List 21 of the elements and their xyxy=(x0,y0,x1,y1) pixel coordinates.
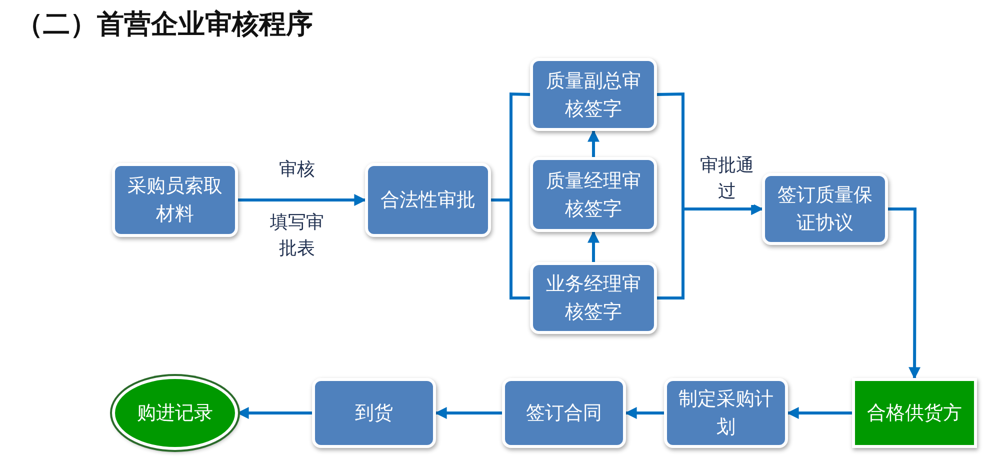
process-box: 质量经理审核签字 xyxy=(530,157,657,232)
process-box: 签订质量保证协议 xyxy=(762,173,888,245)
connector-arrow xyxy=(888,208,921,380)
process-box: 制定采购计划 xyxy=(664,378,788,448)
connector-arrow xyxy=(238,194,366,206)
process-box: 质量副总审核签字 xyxy=(530,58,657,131)
process-box: 合法性审批 xyxy=(365,163,491,237)
connector-arrow xyxy=(624,407,664,419)
connector-arrow xyxy=(434,407,502,419)
result-box: 合格供货方 xyxy=(852,378,977,448)
connector-arrow xyxy=(786,407,852,419)
process-box: 采购员索取材料 xyxy=(112,163,238,237)
connector-arrow xyxy=(657,203,764,300)
edge-label: 审批通过 xyxy=(700,153,754,205)
process-box: 签订合同 xyxy=(502,378,626,448)
title: （二）首营企业审核程序 xyxy=(16,8,313,42)
process-box: 到货 xyxy=(312,378,436,448)
connector-arrow xyxy=(588,130,600,157)
end-ellipse: 购进记录 xyxy=(112,376,238,450)
process-box: 业务经理审核签字 xyxy=(530,262,657,334)
connector-arrow xyxy=(588,230,600,262)
